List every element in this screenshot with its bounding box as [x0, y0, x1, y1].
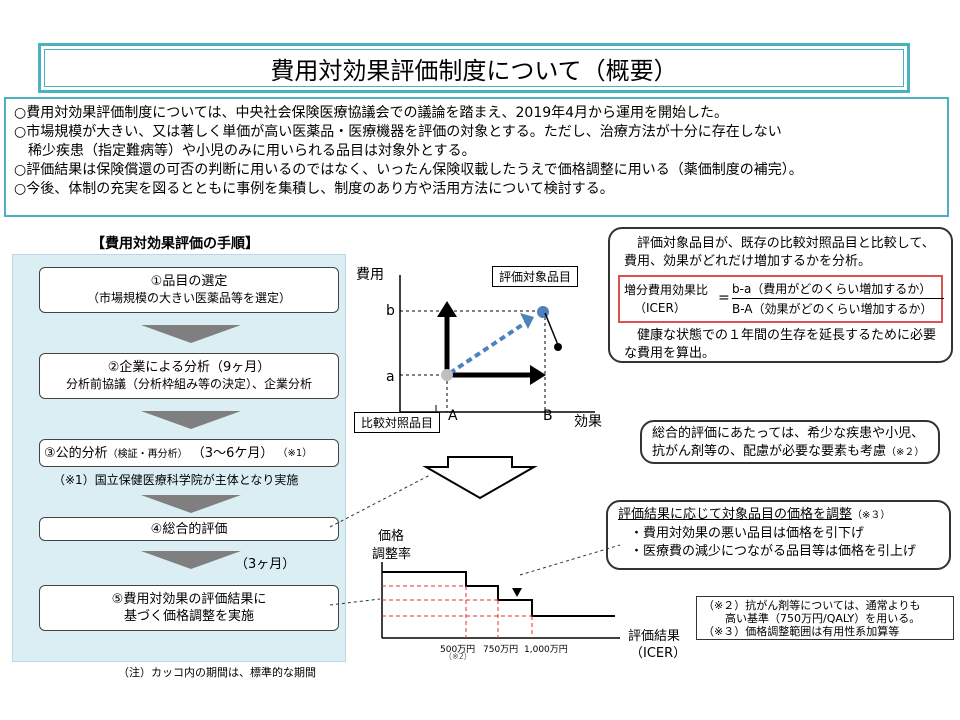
price-step-line: [382, 571, 615, 617]
notes-box: （※２）抗がん剤等については、通常よりも 高い基準（750万円/QALY）を用い…: [696, 596, 954, 640]
cost-effect-graph: [399, 275, 595, 413]
adjust-item-1: ・費用対効果の悪い品目は価格を引下げ: [630, 526, 865, 541]
step-4-title: ④総合的評価: [150, 522, 228, 537]
step-5-line1: ⑤費用対効果の評価結果に: [111, 592, 267, 607]
summary-line: ○費用対効果評価制度については、中央社会保険医療協議会での議論を踏まえ、2019…: [14, 105, 729, 121]
connector-overall: [329, 474, 431, 528]
price-x-label-2: （ICER）: [630, 646, 687, 661]
graph-tick-B: B: [543, 408, 553, 424]
price-step-graph: [381, 562, 620, 639]
adjust-bubble: 評価結果に応じて対象品目の価格を調整（※３） ・費用対効果の悪い品目は価格を引下…: [606, 500, 951, 570]
step-4-box: ④総合的評価: [39, 517, 339, 541]
page-title: 費用対効果評価制度について（概要）: [38, 43, 910, 93]
step-3-period: （3〜6ケ月）: [191, 446, 274, 461]
adjust-mark: （※３）: [852, 510, 891, 521]
step-1-desc: （市場規模の大きい医薬品等を選定）: [86, 291, 291, 305]
step-3-box: ③公的分析（検証・再分析） （3〜6ケ月） （※1）: [39, 439, 339, 467]
comparator-point: [441, 369, 453, 381]
icer-outro: 健康な状態での１年間の生存を延長するために必要な費用を算出。: [624, 328, 937, 361]
icer-name-2: （ICER）: [634, 301, 686, 315]
target-leader: [544, 312, 559, 346]
summary-box: ○費用対効果評価制度については、中央社会保険医療協議会での議論を踏まえ、2019…: [4, 97, 949, 217]
price-tick-1-mark: （※2）: [444, 652, 472, 661]
footnote: （注）カッコ内の期間は、標準的な期間: [118, 666, 316, 679]
price-tick-2: 750万円: [483, 645, 519, 655]
target-point: [537, 306, 549, 318]
step-4-period: （3ヶ月）: [235, 557, 296, 572]
step-3-sub: （検証・再分析）: [107, 449, 188, 460]
price-tick-3: 1,000万円: [524, 645, 568, 655]
step-2-desc: 分析前協議（分析枠組み等の決定）、企業分析: [65, 377, 312, 391]
arrow-down-icon: [141, 551, 241, 569]
step-2-box: ②企業による分析（9ヶ月） 分析前協議（分析枠組み等の決定）、企業分析: [39, 353, 339, 399]
summary-line: ○評価結果は保険償還の可否の判断に用いるのではなく、いったん保険収載したうえで価…: [14, 162, 803, 178]
icer-dashed-arrow: [448, 319, 530, 375]
page-title-text: 費用対効果評価制度について（概要）: [270, 56, 678, 85]
summary-line: 稀少疾患（指定難病等）や小児のみに用いられる品目は対象外とする。: [14, 143, 476, 159]
icer-numerator: b-a（費用がどのくらい増加するか）: [732, 282, 932, 296]
notes-line-3: （※３）価格調整範囲は有用性系加算等: [703, 625, 900, 638]
icer-arrowhead: [520, 313, 534, 329]
step-2-title: ②企業による分析（9ヶ月）: [107, 360, 271, 375]
overall-bubble: 総合的評価にあたっては、希少な疾患や小児、 抗がん剤等の、配慮が必要な要素も考慮…: [640, 420, 940, 464]
overall-mark: （※２）: [886, 447, 925, 458]
icer-denominator: B-A（効果がどのくらい増加するか）: [732, 302, 933, 316]
step-3-mark: （※1）: [277, 448, 313, 459]
connector-adjust: [329, 598, 381, 606]
arrow-down-icon: [141, 495, 241, 513]
summary-line: ○今後、体制の充実を図るとともに事例を集積し、制度のあり方や活用方法について検討…: [14, 181, 614, 197]
note-1: （※1）国立保健医療科学院が主体となり実施: [53, 473, 299, 487]
price-x-label-1: 評価結果: [628, 629, 681, 644]
big-down-arrow-icon: [422, 456, 538, 500]
fraction-bar: [732, 298, 944, 299]
step-5-box: ⑤費用対効果の評価結果に 基づく価格調整を実施: [39, 585, 339, 631]
overall-line-1: 総合的評価にあたっては、希少な疾患や小児、: [652, 426, 925, 441]
comparator-label: 比較対照品目: [354, 412, 441, 433]
price-tick-1: 500万円: [440, 645, 476, 655]
price-y-label-2: 調整率: [372, 547, 412, 562]
icer-formula: 増分費用効果比 （ICER） = b-a（費用がどのくらい増加するか） B-A（…: [618, 275, 944, 323]
summary-line: ○市場規模が大きい、又は著しく単価が高い医薬品・医療機器を評価の対象とする。ただ…: [14, 124, 782, 140]
graph-tick-A: A: [448, 408, 458, 424]
procedure-panel: ①品目の選定 （市場規模の大きい医薬品等を選定） ②企業による分析（9ヶ月） 分…: [12, 254, 346, 662]
icer-bubble: 評価対象品目が、既存の比較対照品目と比較して、費用、効果がどれだけ増加するかを分…: [608, 227, 953, 363]
step-1-title: ①品目の選定: [150, 274, 228, 289]
adjust-item-2: ・医療費の減少につながる品目等は価格を引上げ: [630, 544, 917, 559]
down-marker-icon: [512, 588, 522, 597]
procedure-heading: 【費用対効果評価の手順】: [91, 236, 259, 252]
notes-line-2: 高い基準（750万円/QALY）を用いる。: [725, 612, 921, 625]
step-5-line2: 基づく価格調整を実施: [123, 609, 254, 624]
step-3-title: ③公的分析: [44, 446, 108, 461]
price-y-label-1: 価格: [378, 529, 405, 544]
overall-line-2: 抗がん剤等の、配慮が必要な要素も考慮: [652, 444, 887, 459]
arrow-down-icon: [141, 411, 241, 429]
adjust-head: 評価結果に応じて対象品目の価格を調整: [618, 507, 853, 522]
notes-line-1: （※２）抗がん剤等については、通常よりも: [703, 599, 921, 612]
cost-arrowhead: [437, 301, 457, 317]
icer-intro: 評価対象品目が、既存の比較対照品目と比較して、費用、効果がどれだけ増加するかを分…: [624, 236, 935, 269]
icer-equals: =: [718, 290, 730, 306]
effect-arrowhead: [530, 365, 546, 385]
connector-lines: [329, 474, 621, 606]
graph-x-label: 効果: [574, 414, 602, 430]
graph-y-label: 費用: [356, 267, 384, 283]
arrow-down-icon: [141, 325, 241, 343]
step-1-box: ①品目の選定 （市場規模の大きい医薬品等を選定）: [39, 267, 339, 313]
target-leader-dot: [554, 343, 562, 351]
graph-tick-a: a: [386, 369, 395, 385]
target-label: 評価対象品目: [492, 266, 579, 287]
icer-name-1: 増分費用効果比: [624, 283, 709, 297]
graph-tick-b: b: [386, 303, 395, 319]
